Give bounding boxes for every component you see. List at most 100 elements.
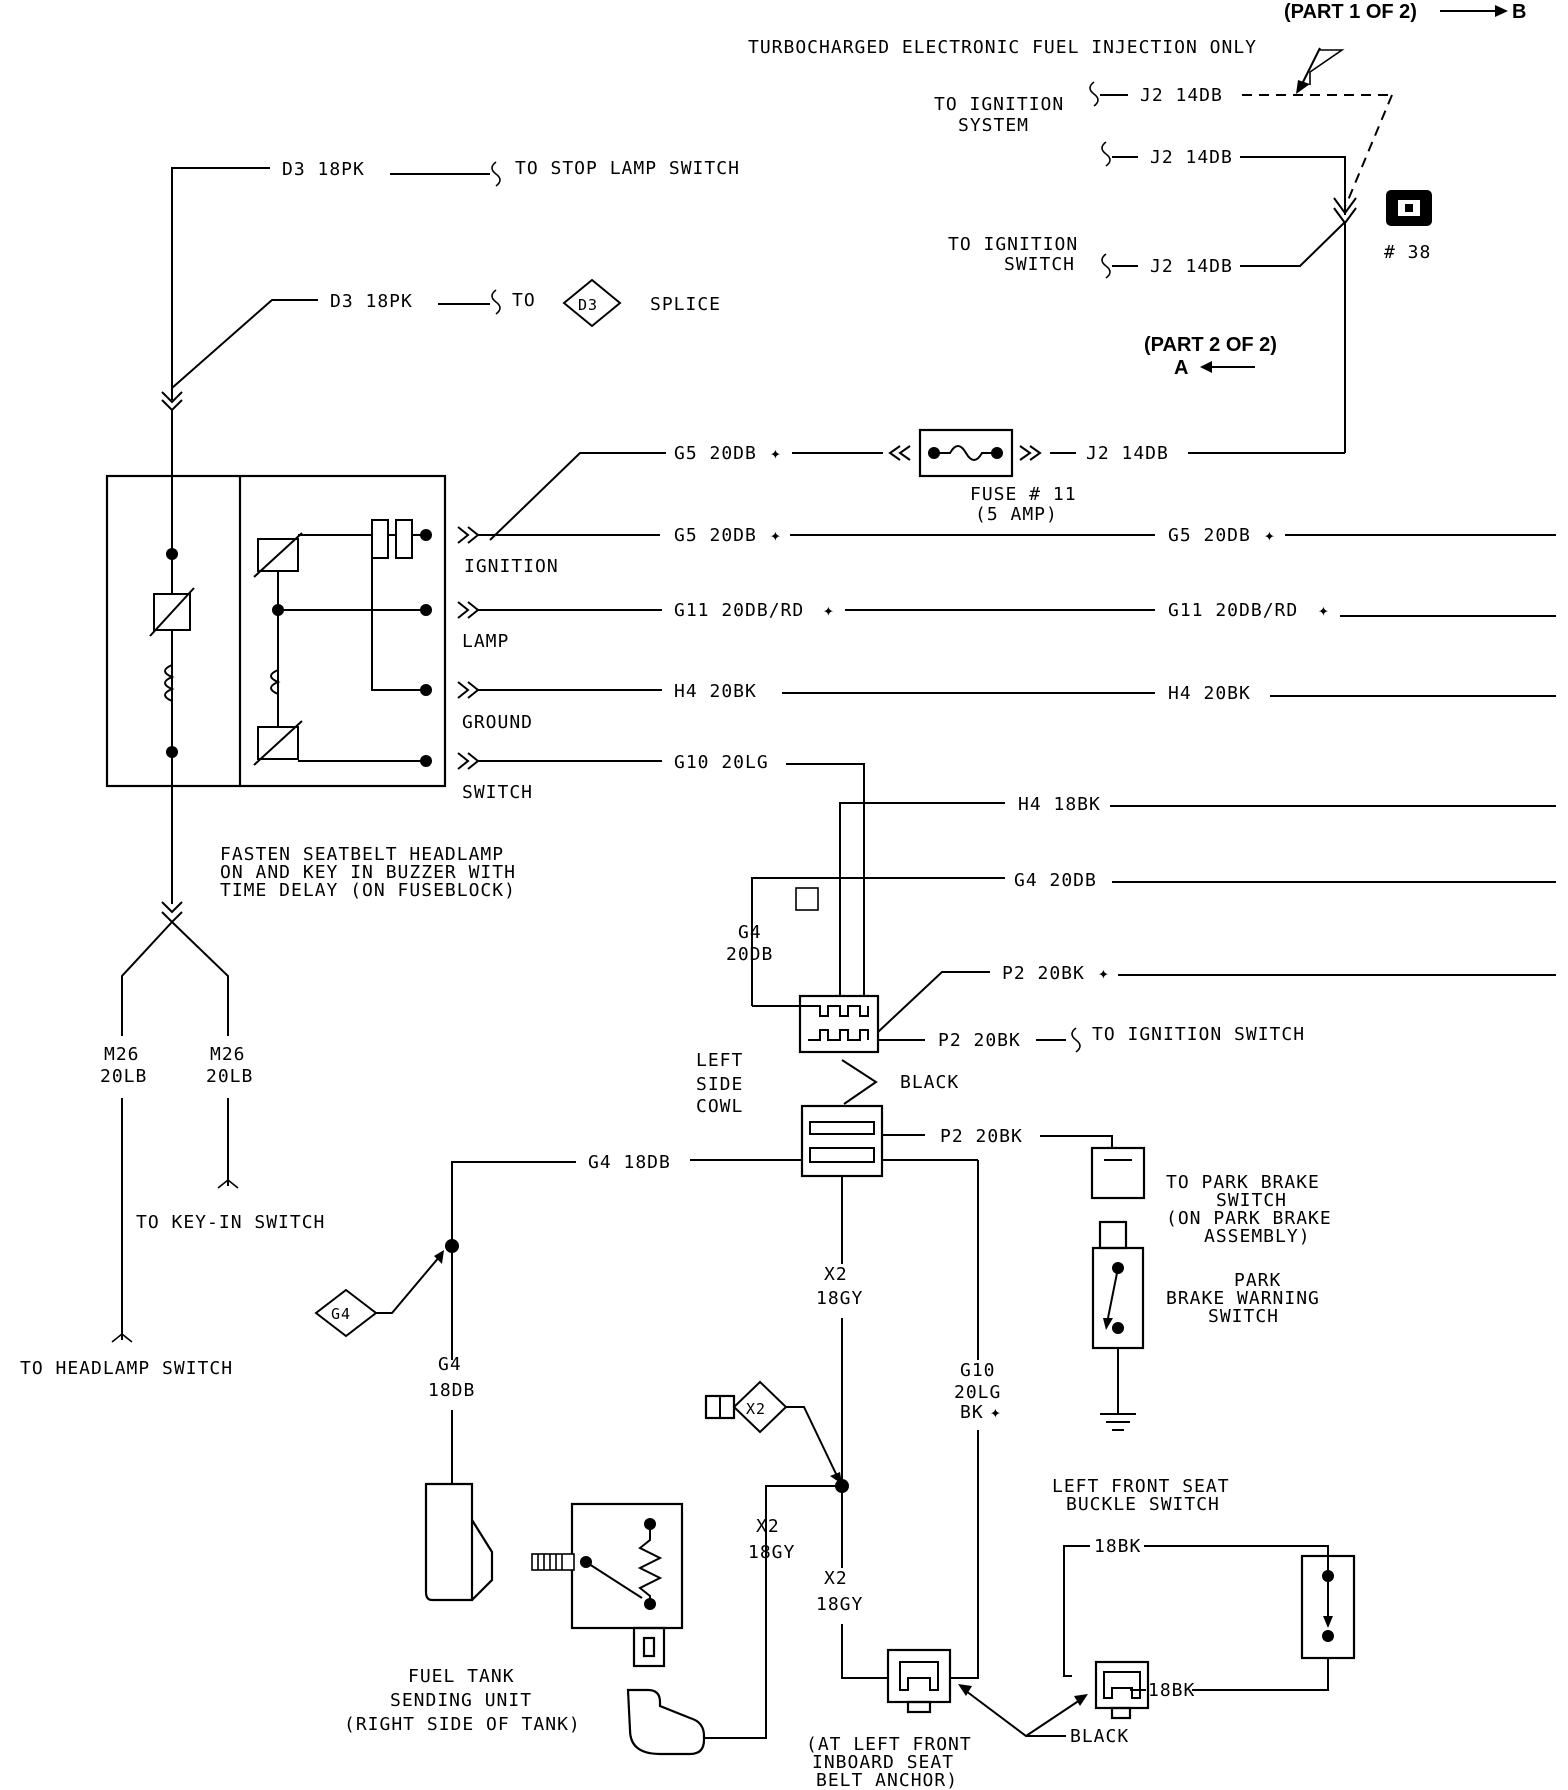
wire-g4d-1: G4 (438, 1354, 462, 1375)
wire-x2c-run (704, 1485, 842, 1739)
part2-arrow-head (1200, 361, 1212, 373)
float-arm-icon (531, 1553, 575, 1571)
connector-chevron (457, 526, 480, 544)
wire-g5b: G5 20DB (674, 525, 757, 546)
float-arm-hatching (537, 1554, 563, 1570)
turbo-arrow-head (1296, 80, 1310, 94)
wire-j2c-run (1240, 221, 1346, 267)
wire-bkb-right (1192, 1658, 1329, 1691)
black-label-a: BLACK (900, 1072, 959, 1093)
to-key-in: TO KEY-IN SWITCH (136, 1212, 325, 1233)
wire-end-symbol (217, 1178, 239, 1189)
module-desc-3: TIME DELAY (ON FUSEBLOCK) (220, 880, 516, 901)
connector-pins-icon (899, 1661, 939, 1691)
connector-chevron (161, 901, 183, 924)
wire-x2c-2: 18GY (816, 1594, 863, 1615)
wire-x2a-2: 18GY (816, 1288, 863, 1309)
g4-splice-node (445, 1239, 459, 1253)
connector-chevron (457, 601, 480, 619)
wire-m26b-1: M26 (210, 1044, 246, 1065)
wire-g4d-2: 18DB (428, 1380, 475, 1401)
wire-h4a: H4 20BK (674, 681, 757, 702)
switch-blade-icon (1107, 1267, 1119, 1319)
x2-splice-node (835, 1479, 849, 1493)
m26-wires: M26 20LB M26 20LB TO KEY-IN SWITCH TO HE… (20, 786, 325, 1379)
break-symbol (1089, 81, 1099, 107)
wire-g5-feed: G5 20DB ✦ (489, 443, 883, 541)
wire-g10b-2: 20LG (954, 1382, 1001, 1403)
park-label-2: SWITCH (1216, 1190, 1287, 1211)
term-ground-label: GROUND (462, 712, 533, 733)
splice-mark: ✦ (1098, 963, 1110, 984)
left-side-cowl: P2 20BK TO IGNITION SWITCH LEFT SIDE COW… (696, 994, 1304, 1360)
term-ignition-label: IGNITION (464, 556, 559, 577)
to-ign-switch-2: SWITCH (1004, 254, 1075, 275)
term-lamp-label: LAMP (462, 631, 509, 652)
wire-g10b-1: G10 (960, 1360, 996, 1381)
wire-g4c-run (451, 1161, 576, 1360)
wire-g11b: G11 20DB/RD (1168, 600, 1298, 621)
fuel-sender-tab-slot (642, 1636, 656, 1658)
wire-m26a-run (121, 921, 173, 1036)
wire-g5a-run (489, 452, 666, 541)
fuse-label-2: (5 AMP) (975, 504, 1058, 525)
splice-mark: ✦ (1264, 525, 1276, 546)
buckle-switch-blade-tip (1323, 1616, 1333, 1628)
g4-splice-leader (376, 1255, 441, 1314)
wire-bkb: 18BK (1148, 1680, 1195, 1701)
splice-mark: ✦ (770, 443, 782, 464)
module-node (166, 746, 178, 758)
connector-pins-icon (1103, 1671, 1141, 1699)
wire-m26b-run (171, 921, 229, 1036)
ground-icon (1100, 1413, 1136, 1431)
pbw-label-1: PARK (1234, 1270, 1281, 1291)
buckle-switch-contact (1322, 1630, 1334, 1642)
module-desc-2: ON AND KEY IN BUZZER WITH (220, 862, 516, 883)
to-headlamp: TO HEADLAMP SWITCH (20, 1358, 233, 1379)
cowl-connector-upper (798, 994, 880, 1054)
connector-chevron (888, 445, 911, 461)
cap-icon (395, 519, 413, 559)
anchor-connector-latch (906, 1700, 932, 1714)
fuse-11: FUSE # 11 (5 AMP) (888, 428, 1076, 525)
fuse-element-icon (934, 445, 997, 461)
wire-g4a-run (751, 877, 1005, 1006)
park-label-4: ASSEMBLY) (1204, 1226, 1311, 1247)
wire-x2-to-anchor (841, 1624, 888, 1679)
pbw-label-2: BRAKE WARNING (1166, 1288, 1320, 1309)
relay-switch-bar (253, 720, 303, 766)
wire-x2b-2: 18GY (748, 1542, 795, 1563)
wire-j2b-run (1240, 156, 1346, 215)
turbo-leader (1309, 49, 1345, 85)
wire-end-symbol (111, 1332, 133, 1343)
to-stop-lamp: TO STOP LAMP SWITCH (515, 158, 740, 179)
ground-bus (371, 520, 426, 691)
wire-d3b: D3 18PK (330, 291, 413, 312)
d3-splice-diamond (562, 278, 622, 328)
black-label-b: BLACK (1070, 1726, 1129, 1747)
module-outputs: G5 20DB ✦ G5 20DB ✦ G11 20DB/RD ✦ G11 20… (457, 525, 1556, 1033)
part2-label: (PART 2 OF 2) (1144, 334, 1277, 356)
wire-bka: 18BK (1094, 1536, 1141, 1557)
fuel-sender-plug (626, 1688, 706, 1756)
g4-splice-diamond (314, 1288, 378, 1338)
x2-splice-label: X2 (746, 1400, 766, 1418)
buckle-connector-latch (1110, 1706, 1132, 1720)
wire-g4a: G4 20DB (1014, 870, 1097, 891)
wire-d3a-run (171, 167, 270, 400)
fuel-sender-connector (424, 1482, 474, 1602)
d3-splice-label: D3 (578, 296, 598, 314)
part2-ref: A (1174, 357, 1188, 379)
wire-g5a: G5 20DB (674, 443, 757, 464)
connector-chevron (457, 681, 480, 699)
to-ign-system-2: SYSTEM (958, 115, 1029, 136)
relay-switch-bar (149, 587, 195, 637)
anchor-connector (886, 1648, 952, 1704)
splice-mark: ✦ (990, 1402, 1002, 1423)
black-arrows (841, 1059, 878, 1105)
park-label-3: (ON PARK BRAKE (1166, 1208, 1332, 1229)
x2-splice-diamond (732, 1380, 788, 1434)
wire-g11a: G11 20DB/RD (674, 600, 804, 621)
cowl-connector-lower (800, 1104, 884, 1178)
break-symbol (491, 289, 501, 315)
